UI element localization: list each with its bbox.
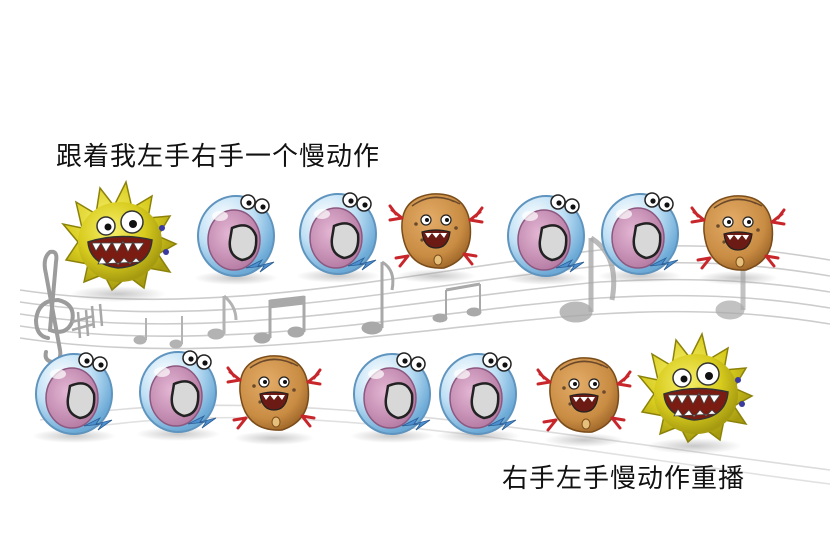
yellow-germ-character <box>62 181 177 303</box>
orange-cell-character <box>536 356 632 449</box>
sharp-icon <box>71 303 104 339</box>
blue-cell-character <box>134 349 222 443</box>
blue-cell-character <box>434 351 522 445</box>
yellow-germ-character <box>638 333 753 455</box>
blue-cell-character <box>30 351 118 445</box>
eighth-note-icon <box>133 294 238 349</box>
blue-cell-character <box>192 193 280 287</box>
blue-cell-character <box>502 193 590 287</box>
blue-cell-character <box>294 191 382 285</box>
orange-cell-character <box>226 354 322 447</box>
lyric-line-1: 跟着我左手右手一个慢动作 <box>56 142 381 172</box>
orange-cell-character <box>690 194 786 287</box>
lyric-line-2: 右手左手慢动作重播 <box>502 464 746 494</box>
orange-cell-character <box>388 192 484 285</box>
